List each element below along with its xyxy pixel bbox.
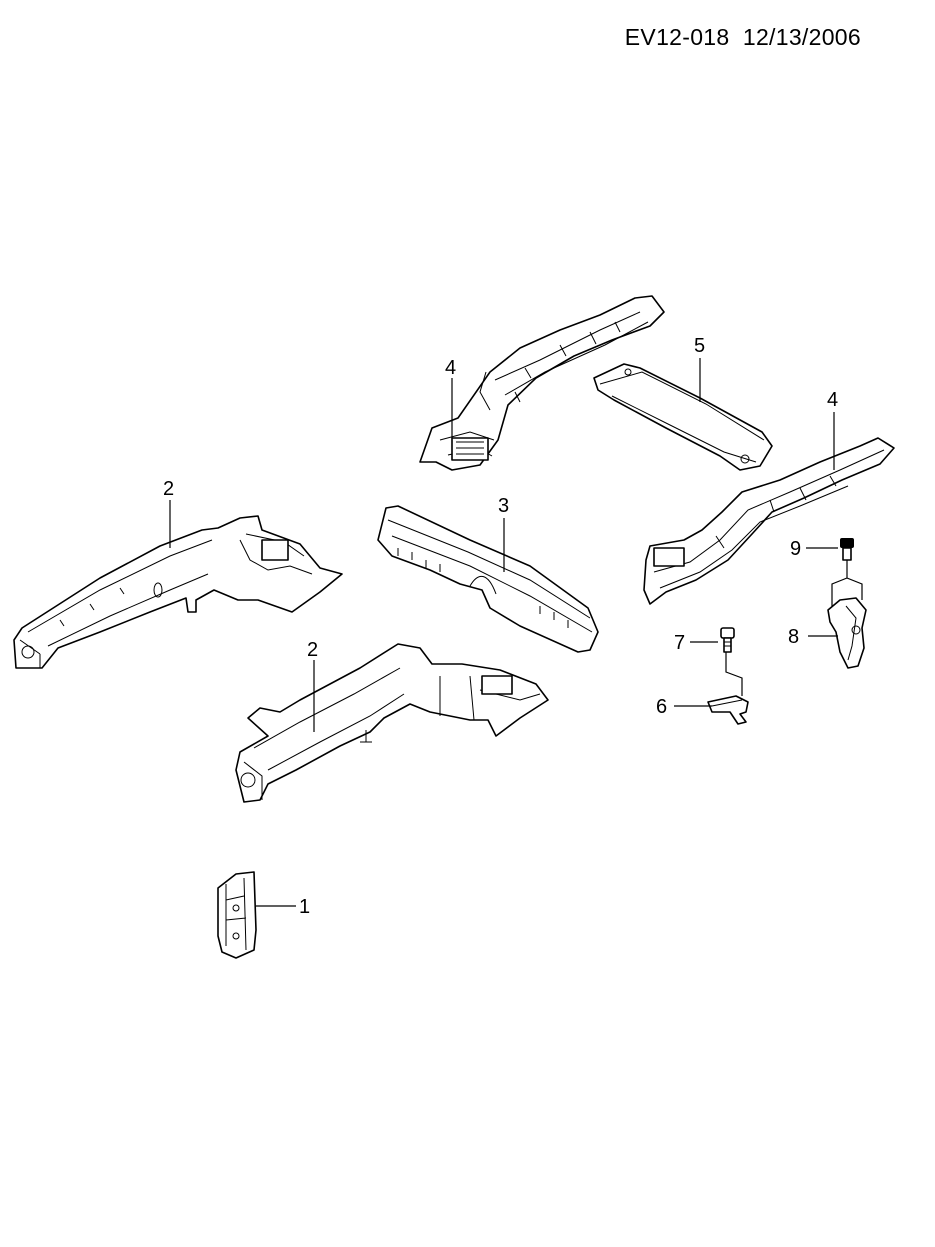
drawing-header: EV12-018 12/13/2006	[625, 24, 861, 51]
part-4-upper-rail	[419, 295, 665, 471]
callout-2-upper: 2	[163, 478, 174, 500]
callout-9: 9	[790, 538, 801, 560]
drawing-code: EV12-018	[624, 24, 730, 50]
callout-5: 5	[694, 335, 705, 357]
part-4-right-rail	[643, 437, 895, 605]
part-5-cross-member	[593, 363, 773, 471]
callout-6: 6	[656, 696, 667, 718]
part-2-upper-front-rail	[13, 515, 343, 669]
part-6-plate-bracket	[707, 695, 749, 725]
callout-7: 7	[674, 632, 685, 654]
leader-lines	[169, 358, 863, 907]
callout-4-upper: 4	[445, 357, 456, 379]
part-2-lower-front-rail	[235, 643, 549, 803]
callout-3: 3	[498, 495, 509, 517]
callout-1: 1	[299, 896, 310, 918]
part-1-bracket	[217, 871, 257, 959]
part-9-bolt	[840, 538, 854, 561]
callout-numbers: 4 5 4 3 2 2 1 9 8 7 6	[163, 335, 838, 918]
callout-8: 8	[788, 626, 799, 648]
callout-4-right: 4	[827, 389, 838, 411]
part-7-bolt	[720, 627, 735, 653]
part-8-tow-hook	[827, 597, 867, 669]
callout-2-lower: 2	[307, 639, 318, 661]
part-3-tunnel-member	[377, 505, 599, 653]
drawing-date: 12/13/2006	[742, 24, 861, 50]
